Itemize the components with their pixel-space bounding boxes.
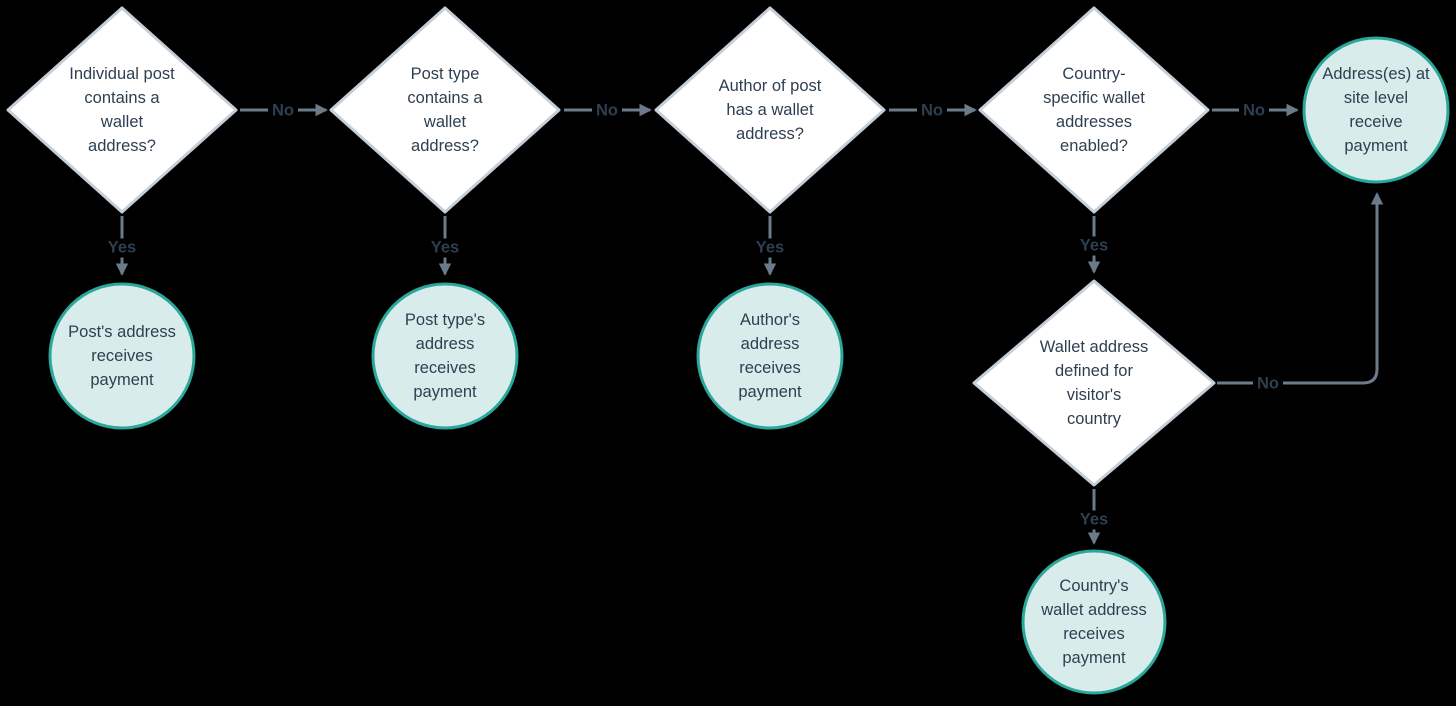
outcome-post-address-shape <box>48 282 196 430</box>
edge-no-visitor-country-to-site <box>1217 192 1384 385</box>
outcome-country-wallet-shape <box>1021 549 1167 695</box>
decision-country-specific-shape <box>978 6 1210 214</box>
decision-post-type-shape <box>329 6 561 214</box>
decision-visitor-country-shape <box>972 279 1216 487</box>
outcome-post-type-address-shape <box>371 282 519 430</box>
decision-author-shape <box>654 6 886 214</box>
decision-individual-post-shape <box>6 6 238 214</box>
outcome-site-level-shape <box>1302 36 1450 184</box>
outcome-author-address-shape <box>696 282 844 430</box>
